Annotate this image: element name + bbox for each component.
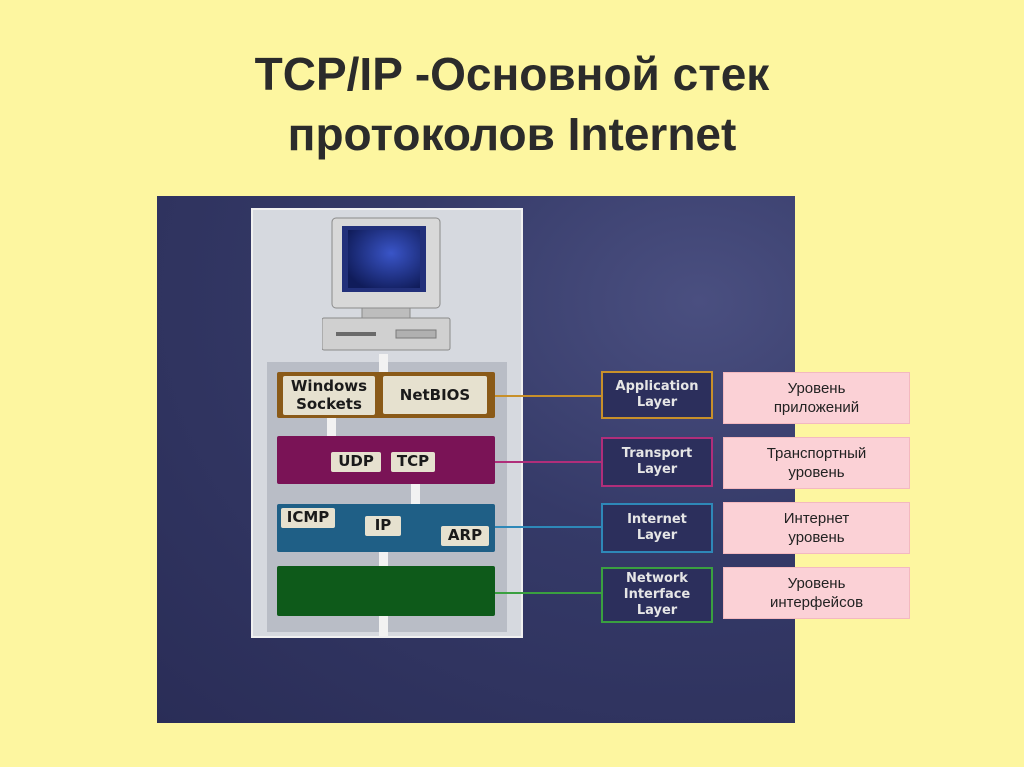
transport-layer-line2: Layer bbox=[636, 462, 678, 477]
tcp-label: TCP bbox=[391, 452, 435, 472]
application-layer-line1: Application bbox=[615, 379, 699, 394]
ip-label: IP bbox=[365, 516, 401, 536]
page-title: TCP/IP -Основной стек протоколов Interne… bbox=[0, 44, 1024, 164]
application-layer-box: Application Layer bbox=[601, 371, 713, 419]
internet-layer-block: ICMP IP ARP bbox=[277, 504, 495, 552]
transport-layer-block: UDP TCP bbox=[277, 436, 495, 484]
network-connector bbox=[495, 592, 601, 594]
stack-connector bbox=[411, 484, 420, 504]
network-layer-line1: Network bbox=[626, 571, 688, 586]
ru-network-label: Уровень интерфейсов bbox=[723, 567, 910, 619]
application-layer-block: Windows Sockets NetBIOS bbox=[277, 372, 495, 418]
network-interface-layer-box: Network Interface Layer bbox=[601, 567, 713, 623]
network-interface-layer-block bbox=[277, 566, 495, 616]
ru-application-line1: Уровень bbox=[787, 380, 846, 397]
transport-layer-box: Transport Layer bbox=[601, 437, 713, 487]
transport-layer-line1: Transport bbox=[621, 446, 693, 461]
title-line-2: протоколов Internet bbox=[287, 108, 737, 160]
ru-internet-label: Интернет уровень bbox=[723, 502, 910, 554]
stack-connector bbox=[379, 354, 388, 372]
application-connector bbox=[495, 395, 601, 397]
stack-connector bbox=[379, 552, 388, 566]
internet-layer-line2: Layer bbox=[636, 528, 678, 543]
stack-connector bbox=[327, 418, 336, 436]
network-layer-line3: Layer bbox=[636, 603, 678, 618]
internet-connector bbox=[495, 526, 601, 528]
computer-icon bbox=[322, 217, 451, 351]
netbios-label: NetBIOS bbox=[383, 376, 487, 414]
ru-internet-line1: Интернет bbox=[783, 510, 850, 527]
internet-layer-box: Internet Layer bbox=[601, 503, 713, 553]
arp-label: ARP bbox=[441, 526, 489, 546]
ru-transport-label: Транспортный уровень bbox=[723, 437, 910, 489]
ru-network-line1: Уровень bbox=[787, 575, 846, 592]
ru-application-label: Уровень приложений bbox=[723, 372, 910, 424]
internet-layer-line1: Internet bbox=[627, 512, 687, 527]
ru-network-line2: интерфейсов bbox=[769, 594, 864, 611]
stack-connector bbox=[379, 616, 388, 636]
ru-application-line2: приложений bbox=[773, 399, 860, 416]
diagram-panel: Windows Sockets NetBIOS UDP TCP ICMP IP … bbox=[157, 196, 795, 723]
network-layer-line2: Interface bbox=[623, 587, 691, 602]
transport-connector bbox=[495, 461, 601, 463]
ru-transport-line1: Транспортный bbox=[766, 445, 867, 462]
ru-transport-line2: уровень bbox=[788, 464, 845, 481]
title-line-1: TCP/IP -Основной стек bbox=[254, 48, 770, 100]
udp-label: UDP bbox=[331, 452, 381, 472]
ru-internet-line2: уровень bbox=[788, 529, 845, 546]
icmp-label: ICMP bbox=[281, 508, 335, 528]
windows-sockets-label: Windows Sockets bbox=[283, 376, 375, 415]
application-layer-line2: Layer bbox=[636, 395, 678, 410]
